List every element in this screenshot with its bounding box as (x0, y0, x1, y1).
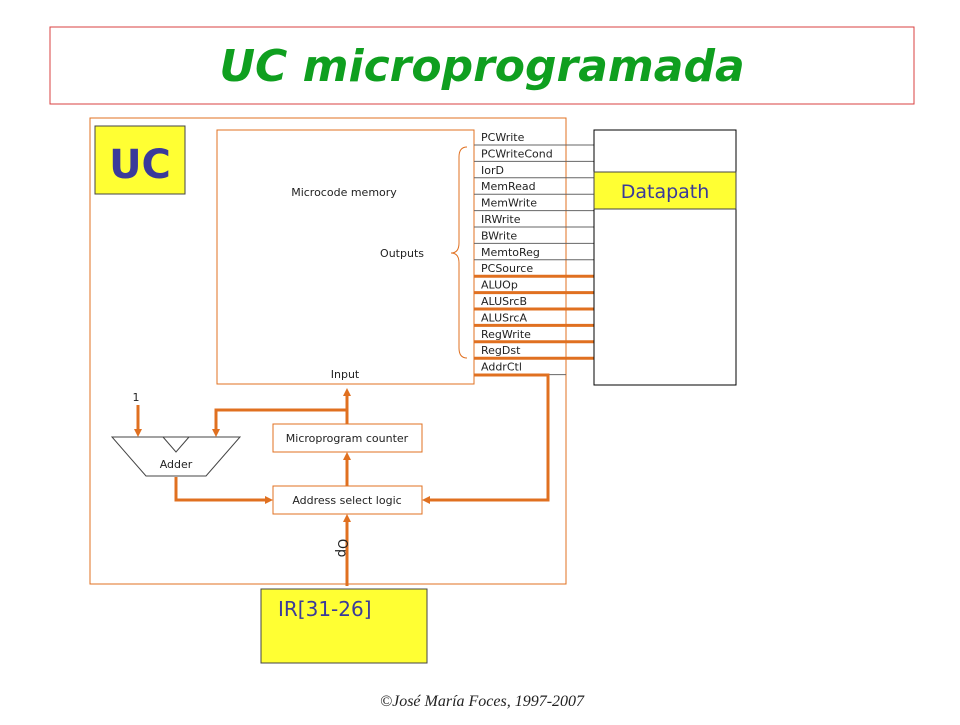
arrowheads (134, 388, 430, 522)
signal-label: MemWrite (481, 197, 537, 210)
datapath-label: Datapath (621, 181, 710, 203)
datapath-box (593, 129, 737, 386)
microcode-memory-box (216, 129, 475, 385)
adder-shape (110, 436, 242, 477)
address-select-label: Address select logic (292, 494, 401, 507)
arrowhead-memory-input (343, 388, 351, 396)
signal-label: IRWrite (481, 213, 521, 226)
arrowhead-select-left (265, 496, 273, 504)
arrowhead-select-bottom (343, 514, 351, 522)
signal-label: PCWriteCond (481, 147, 553, 160)
signal-label: ALUSrcA (481, 311, 527, 324)
ir-label: IR[31-26] (278, 597, 372, 621)
microprogram-counter-label: Microprogram counter (286, 432, 409, 445)
adder-label: Adder (160, 458, 193, 471)
signal-label: RegWrite (481, 328, 531, 341)
signal-label: ALUSrcB (481, 295, 527, 308)
adder-notch (162, 436, 190, 453)
arrowhead-one-adder (134, 429, 142, 437)
signal-label: RegDst (481, 344, 521, 357)
signal-label: MemtoReg (481, 246, 540, 259)
microcode-memory-label: Microcode memory (291, 186, 397, 199)
uc-label-box (94, 125, 186, 195)
counter-to-adder-wire (214, 408, 347, 431)
signal-label: PCWrite (481, 131, 525, 144)
copyright-footer: ©José María Foces, 1997-2007 (380, 693, 585, 710)
outputs-label: Outputs (380, 247, 424, 260)
microprogram-counter-box (272, 423, 423, 453)
page-title: UC microprogramada (219, 41, 744, 92)
addrctl-feedback-wire (428, 373, 550, 502)
signal-label: MemRead (481, 180, 536, 193)
constant-one-label: 1 (133, 391, 140, 404)
input-label: Input (331, 368, 360, 381)
arrowhead-counter (343, 452, 351, 460)
datapath-label-box (593, 171, 737, 210)
arrowhead-select-right (422, 496, 430, 504)
signal-label: IorD (481, 164, 504, 177)
signal-label: PCSource (481, 262, 533, 275)
ir-box (260, 588, 428, 664)
signal-label: ALUOp (481, 279, 518, 292)
op-label: Op (334, 539, 349, 557)
title-box (49, 26, 915, 105)
signal-label: AddrCtl (481, 361, 522, 374)
signal-label: BWrite (481, 229, 517, 242)
outputs-brace (450, 146, 468, 359)
orange-connections (136, 373, 550, 586)
adder-to-select-wire (174, 477, 266, 502)
arrowhead-adder-right (212, 429, 220, 437)
control-unit-box (89, 117, 567, 585)
uc-label: UC (109, 142, 171, 188)
